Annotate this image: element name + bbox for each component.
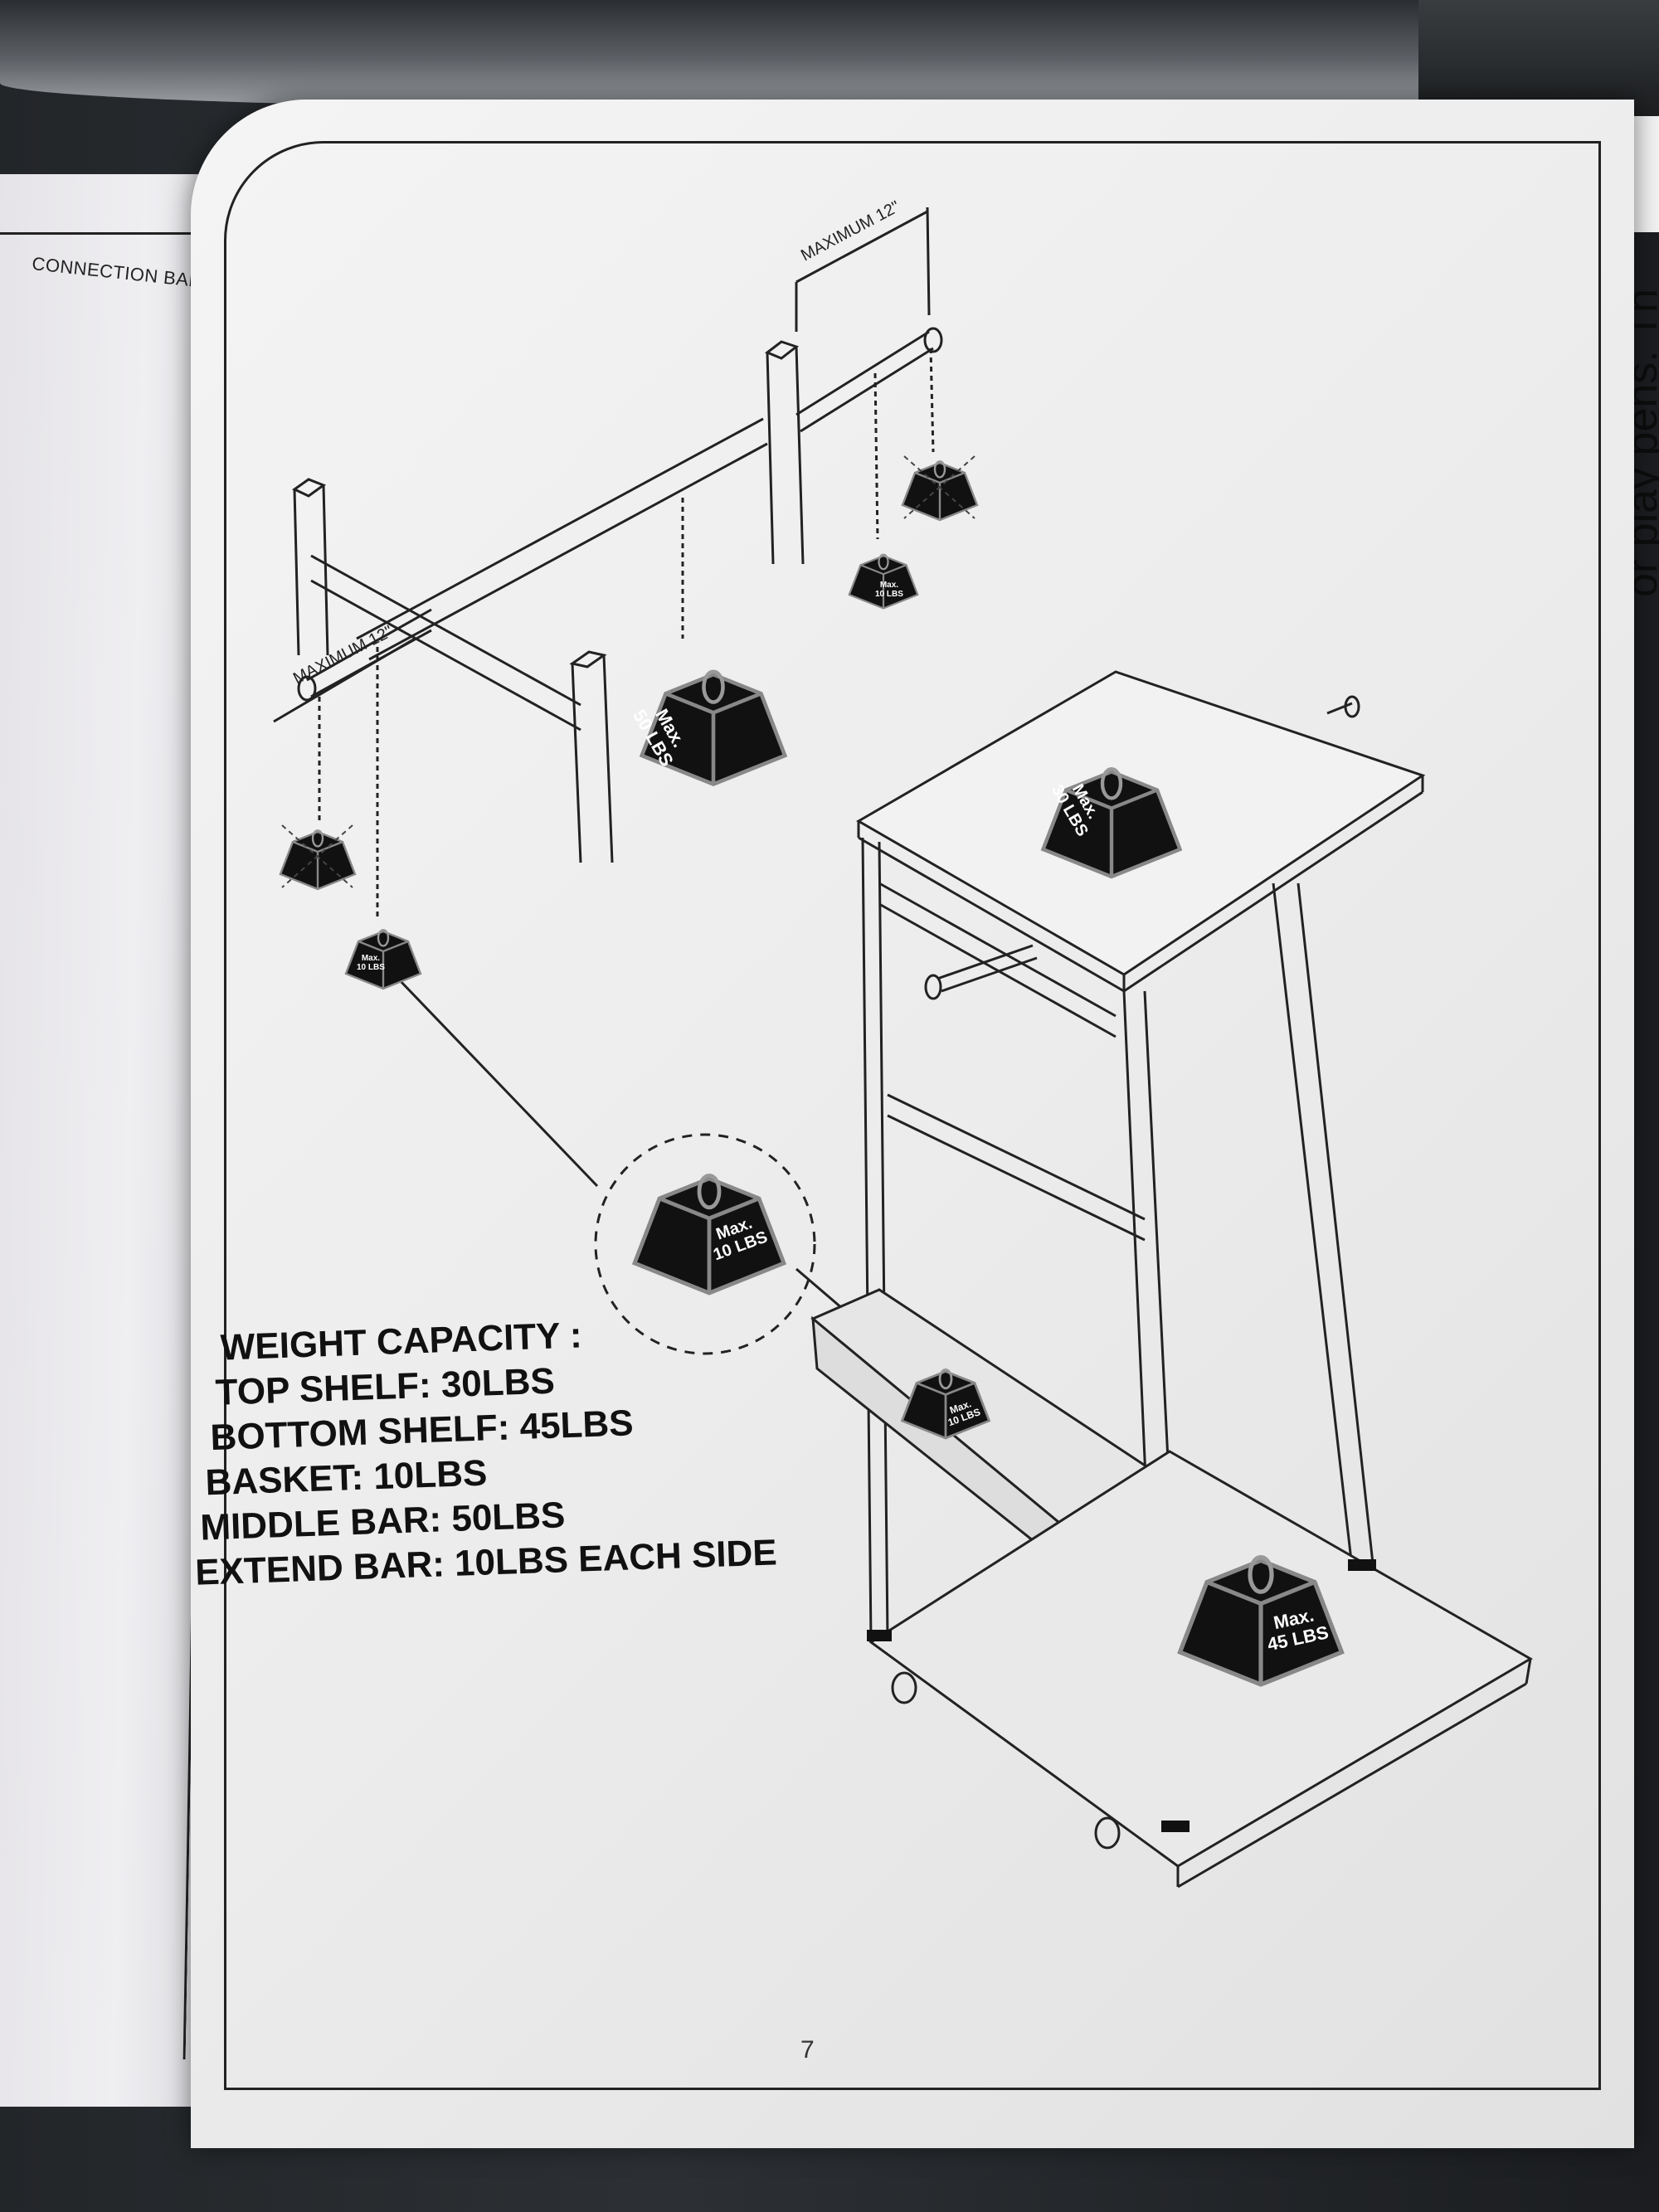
- weight-capacity-list: WEIGHT CAPACITY : TOP SHELF: 30LBS BOTTO…: [187, 1307, 778, 1596]
- manual-page: [191, 100, 1634, 2148]
- page-number: 7: [800, 2036, 815, 2064]
- page-frame: [224, 141, 1601, 2090]
- weight-label-extend-left: Max.10 LBS: [357, 954, 385, 972]
- plastic-wrap: [0, 0, 1659, 108]
- weight-label-extend-right: Max.10 LBS: [875, 581, 903, 599]
